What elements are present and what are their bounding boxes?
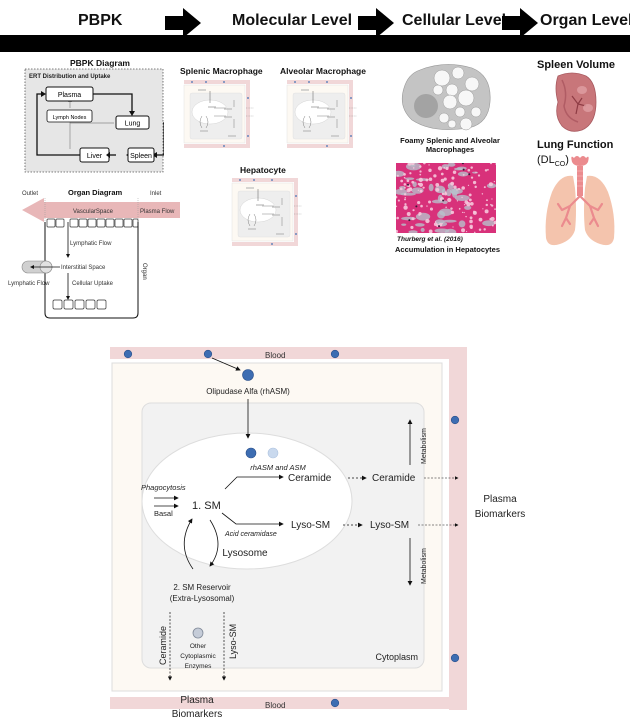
pbpk-node-lung: Lung	[125, 121, 141, 128]
stage-label-organ: Organ Level	[540, 12, 630, 29]
pbpk-node-liver: Liver	[87, 153, 103, 160]
foamy-macrophage-illustration	[401, 64, 491, 131]
lysosome	[141, 432, 353, 570]
pbpk-panel-title: ERT Distribution and Uptake	[29, 74, 111, 80]
blood-band-bottom	[110, 697, 467, 709]
metabolism-down-label: Metabolism	[421, 548, 428, 584]
hepatocyte-histology-image	[396, 163, 496, 233]
lysosome-label: Lysosome	[222, 548, 268, 559]
lymphatic-flow-out-label: Lymphatic Flow	[8, 281, 50, 287]
stage-label-cellular: Cellular Level	[402, 12, 507, 29]
pbpk-diagram: ERT Distribution and Uptake Plasma Lymph…	[24, 68, 164, 173]
thumb-alveolar-macrophage	[286, 80, 357, 148]
thumb-title-hepatocyte: Hepatocyte	[240, 165, 286, 175]
rhasm-in-lysosome	[245, 447, 257, 459]
histology-citation: Thurberg et al. (2016)	[397, 236, 463, 243]
vascular-space-label: VascularSpace	[73, 209, 114, 215]
organ-inlet-label: Inlet	[150, 191, 162, 197]
other-enzyme-molecule	[192, 627, 204, 639]
plasma-flow-label: Plasma Flow	[140, 209, 175, 215]
rhasm-molecule	[330, 698, 340, 708]
basal-label: Basal	[154, 509, 173, 518]
asm-molecule	[267, 447, 279, 459]
cellular-uptake-label: Cellular Uptake	[72, 281, 114, 287]
right-arrow-icon	[502, 8, 538, 38]
pbpk-node-lymph-nodes: Lymph Nodes	[53, 115, 87, 121]
sm-reservoir-sublabel: (Extra-Lysosomal)	[170, 594, 235, 603]
lyso-sm-lysosomal-label: Lyso-SM	[291, 520, 330, 531]
rhasm-molecule	[330, 349, 340, 359]
foamy-caption: Foamy Splenic and Alveolar Macrophages	[400, 136, 500, 154]
organ-outlet-label: Outlet	[22, 191, 38, 197]
blood-label-bottom: Blood	[265, 701, 285, 710]
vertical-ceramide-label: Ceramide	[158, 626, 168, 665]
stage-label-molecular: Molecular Level	[232, 12, 353, 29]
pbpk-node-spleen: Spleen	[130, 153, 152, 160]
plasma-biomarkers-bottom-line2: Biomarkers	[172, 709, 223, 720]
other-enzymes-line1: Other	[190, 643, 207, 650]
ceramide-cytoplasm-label: Ceramide	[372, 473, 416, 484]
lyso-sm-cytoplasm-label: Lyso-SM	[370, 520, 409, 531]
thumb-hepatocyte	[231, 178, 302, 246]
organ-diagram: Outlet Organ Diagram Inlet VascularSpace…	[8, 188, 180, 319]
sm-label: 1. SM	[192, 500, 221, 512]
right-arrow-icon	[358, 8, 394, 38]
enzyme-label: rhASM and ASM	[250, 463, 306, 472]
rhasm-molecule	[450, 415, 460, 425]
plasma-biomarkers-right-line2: Biomarkers	[475, 509, 526, 520]
lung-function-title: Lung Function	[537, 139, 614, 151]
thumb-title-splenic: Splenic Macrophage	[180, 66, 263, 76]
phagocytosis-label: Phagocytosis	[141, 483, 186, 492]
vertical-lyso-sm-label: Lyso-SM	[228, 624, 238, 659]
spleen-icon	[555, 72, 597, 132]
dlco-sub: CO	[554, 161, 566, 169]
blood-band-right	[449, 347, 467, 710]
plasma-biomarkers-right-line1: Plasma	[483, 494, 517, 505]
thumb-splenic-macrophage	[183, 80, 254, 148]
lung-measure-dlco: (DLCO)	[537, 154, 569, 168]
ceramide-lysosomal-label: Ceramide	[288, 473, 332, 484]
other-enzymes-line2: Cytoplasmic	[180, 653, 216, 660]
lungs-icon	[545, 156, 615, 246]
rhasm-molecule	[123, 349, 133, 359]
rhasm-molecule	[450, 653, 460, 663]
organ-label: Organ	[141, 263, 147, 280]
metabolism-up-label: Metabolism	[421, 428, 428, 464]
header-divider-bar	[0, 35, 630, 52]
pbpk-title: PBPK Diagram	[70, 58, 130, 68]
cell-mechanism-diagram: Blood Blood Olipudase Alfa (rhASM) rhASM…	[110, 347, 526, 720]
cytoplasm-label: Cytoplasm	[375, 652, 418, 662]
pbpk-node-plasma: Plasma	[58, 92, 81, 99]
interstitial-space-label: Interstitial Space	[61, 265, 106, 271]
olipudase-molecule	[242, 369, 254, 381]
blood-band-top	[110, 347, 467, 359]
other-enzymes-line3: Enzymes	[185, 663, 212, 670]
spleen-volume-title: Spleen Volume	[537, 59, 616, 71]
right-arrow-icon	[165, 8, 201, 38]
rhasm-molecule	[203, 349, 213, 359]
lymphatic-flow-down-label: Lymphatic Flow	[70, 241, 112, 247]
histology-caption: Accumulation in Hepatocytes	[394, 245, 501, 254]
blood-label-top: Blood	[265, 351, 285, 360]
dlco-close: )	[565, 154, 569, 166]
organ-diagram-title: Organ Diagram	[68, 188, 123, 197]
sm-reservoir-label: 2. SM Reservoir	[173, 583, 231, 592]
dlco-main: (DL	[537, 154, 555, 166]
stage-label-pbpk: PBPK	[78, 12, 123, 29]
acid-ceramidase-label: Acid ceramidase	[224, 531, 277, 538]
plasma-flow-arrow	[22, 198, 180, 222]
thumb-title-alveolar: Alveolar Macrophage	[280, 66, 366, 76]
drug-label: Olipudase Alfa (rhASM)	[206, 387, 290, 396]
plasma-biomarkers-bottom-line1: Plasma	[180, 695, 214, 706]
